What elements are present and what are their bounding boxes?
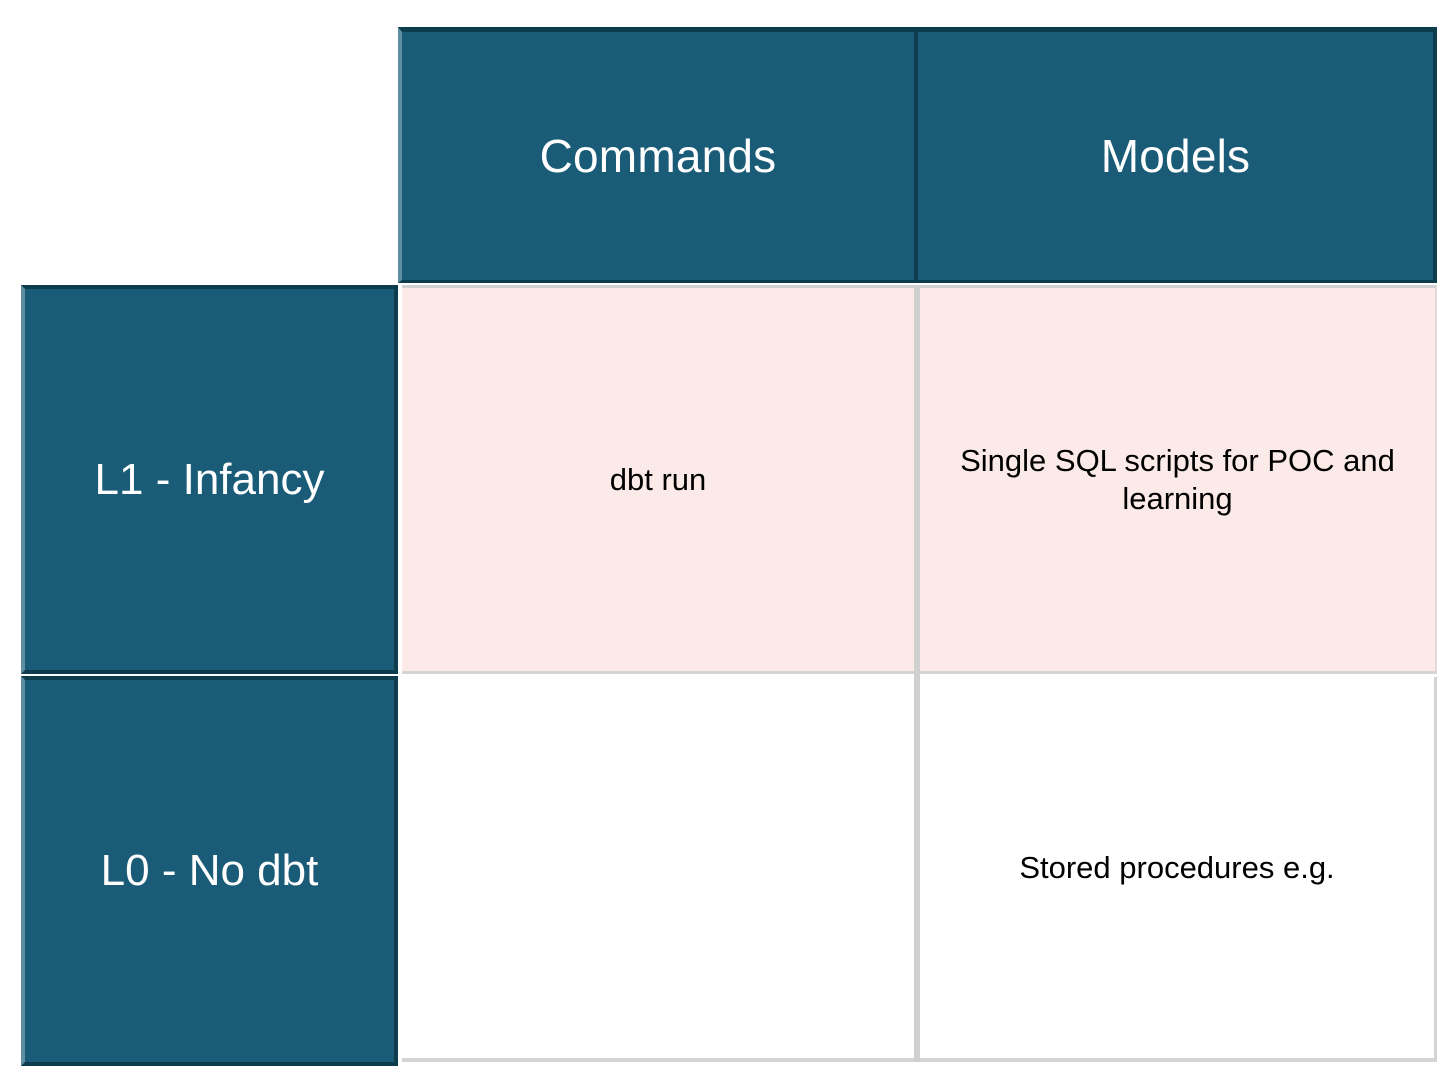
table-cell-l0-models[interactable]: Stored procedures e.g. (920, 677, 1437, 1062)
table-cell-l1-models-text: Single SQL scripts for POC and learning (960, 442, 1395, 516)
row-header-l1-infancy[interactable]: L1 - Infancy (21, 285, 398, 674)
table-cell-l1-commands[interactable]: dbt run (402, 285, 914, 674)
column-header-commands-label: Commands (539, 129, 777, 182)
row-header-l1-infancy-label: L1 - Infancy (94, 454, 325, 504)
column-header-commands[interactable]: Commands (398, 27, 918, 283)
table-cell-l0-commands[interactable] (402, 677, 914, 1062)
column-header-models[interactable]: Models (918, 27, 1437, 283)
row-header-l0-no-dbt-label: L0 - No dbt (100, 846, 319, 896)
body-column-divider (914, 285, 920, 1062)
table-cell-l0-models-text: Stored procedures e.g. (1019, 849, 1335, 885)
row-header-l0-no-dbt[interactable]: L0 - No dbt (21, 676, 398, 1066)
table-cell-l1-commands-text: dbt run (609, 461, 707, 497)
column-header-models-label: Models (1100, 129, 1251, 182)
table-cell-l1-models[interactable]: Single SQL scripts for POC and learning (920, 285, 1437, 674)
